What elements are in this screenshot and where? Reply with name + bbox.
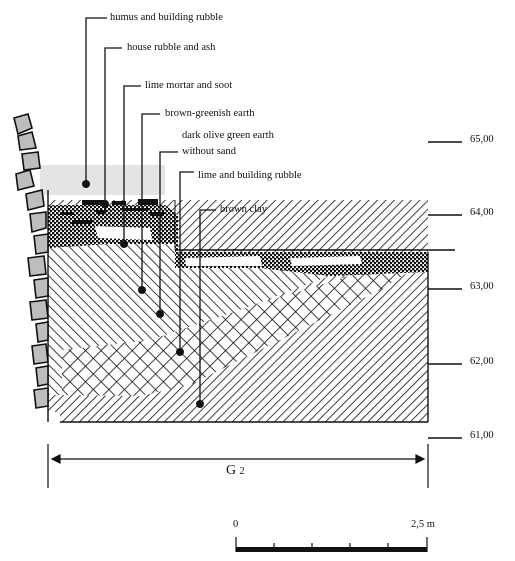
label-lime-building-rubble: lime and building rubble <box>198 170 302 181</box>
house-rubble-blocks <box>60 199 164 224</box>
elevation-63: 63,00 <box>470 281 494 292</box>
elevation-62: 62,00 <box>470 356 494 367</box>
section-label: G 2 <box>226 463 245 479</box>
leader-lines <box>85 17 216 404</box>
lime-building-rubble-layer <box>62 255 425 396</box>
label-brown-greenish-earth: brown-greenish earth <box>165 108 255 119</box>
elevation-61: 61,00 <box>470 430 494 441</box>
dimension-line <box>47 444 429 488</box>
label-house-rubble-ash: house rubble and ash <box>127 42 216 53</box>
label-lime-mortar-soot: lime mortar and soot <box>145 80 233 91</box>
scale-start-label: 0 <box>233 519 239 530</box>
label-dark-olive-green-earth: dark olive green earth <box>182 130 274 141</box>
section-name: G <box>226 463 237 478</box>
label-humus-building-rubble: humus and building rubble <box>110 12 223 23</box>
scale-end-label: 2,5 m <box>411 519 435 530</box>
dark-olive-earth-lower <box>48 345 62 395</box>
stone-wall <box>13 113 49 409</box>
scale-bar <box>235 537 428 552</box>
label-without-sand: without sand <box>182 146 236 157</box>
dark-olive-earth-layer <box>48 240 330 350</box>
elevation-64: 64,00 <box>470 207 494 218</box>
humus-layer <box>40 165 165 195</box>
label-brown-clay: brown clay <box>220 204 267 215</box>
section-outline <box>47 190 455 423</box>
section-subscript: 2 <box>239 466 245 477</box>
leader-dots <box>82 180 204 408</box>
elevation-65: 65,00 <box>470 134 494 145</box>
elevation-ticks <box>428 141 462 439</box>
